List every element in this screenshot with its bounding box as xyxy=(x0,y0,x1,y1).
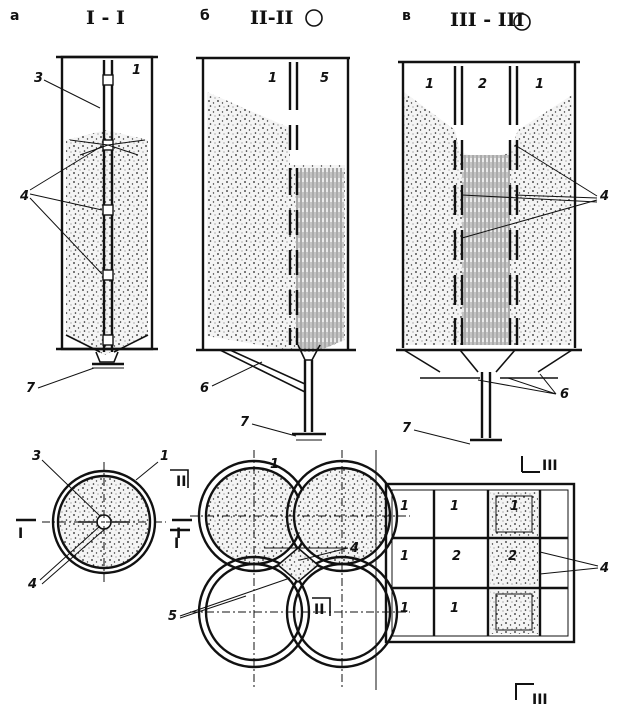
svg-text:5: 5 xyxy=(168,609,177,624)
svg-text:I: I xyxy=(18,526,23,542)
svg-text:II: II xyxy=(314,602,324,618)
silo-a-hopper xyxy=(65,334,149,353)
panel-a-section-title: I - I xyxy=(86,7,125,29)
svg-text:4: 4 xyxy=(27,577,37,592)
svg-text:1: 1 xyxy=(450,499,459,514)
svg-text:1: 1 xyxy=(400,601,409,616)
svg-text:1: 1 xyxy=(132,63,141,78)
svg-text:4: 4 xyxy=(349,541,359,556)
svg-text:I: I xyxy=(176,526,181,542)
svg-text:1: 1 xyxy=(450,601,459,616)
svg-text:5: 5 xyxy=(320,71,329,86)
svg-text:3: 3 xyxy=(32,449,41,464)
svg-text:2: 2 xyxy=(478,77,487,92)
svg-text:2: 2 xyxy=(452,549,461,564)
panel-b-elevation: б II-II 1 5 6 7 xyxy=(196,7,356,441)
svg-text:6: 6 xyxy=(560,387,569,402)
svg-text:1: 1 xyxy=(400,549,409,564)
panel-a-plan: 3 1 4 I I xyxy=(16,449,192,592)
panel-a-elevation: а I - I 3 1 4 7 xyxy=(10,7,158,396)
svg-text:4: 4 xyxy=(599,189,609,204)
svg-text:4: 4 xyxy=(599,561,609,576)
silo-a-grain-fill xyxy=(66,130,148,355)
panel-v-section-title: III - III xyxy=(450,9,525,31)
svg-text:1: 1 xyxy=(425,77,434,92)
panel-v-plan: 1 1 1 1 2 2 1 1 4 III xyxy=(384,482,609,708)
panel-v-elevation: в III - III 1 2 1 4 6 7 III xyxy=(396,8,609,474)
svg-text:III: III xyxy=(532,692,548,708)
svg-text:1: 1 xyxy=(160,449,169,464)
svg-text:II: II xyxy=(176,474,186,490)
svg-text:3: 3 xyxy=(34,71,43,86)
svg-text:6: 6 xyxy=(200,381,209,396)
svg-text:1: 1 xyxy=(270,457,279,472)
svg-text:1: 1 xyxy=(400,499,409,514)
svg-text:7: 7 xyxy=(240,415,250,430)
svg-text:1: 1 xyxy=(510,499,519,514)
svg-text:2: 2 xyxy=(508,549,517,564)
svg-text:III: III xyxy=(542,458,558,474)
svg-text:4: 4 xyxy=(19,189,29,204)
svg-text:1: 1 xyxy=(268,71,277,86)
svg-text:7: 7 xyxy=(26,381,36,396)
panel-b-letter: б xyxy=(200,8,210,24)
panel-b-plan: 1 4 5 II I II xyxy=(168,450,410,690)
panel-v-letter: в xyxy=(402,8,411,24)
panel-a-letter: а xyxy=(10,8,19,24)
svg-text:I: I xyxy=(174,536,179,552)
svg-text:1: 1 xyxy=(535,77,544,92)
panel-b-section-title: II-II xyxy=(250,7,294,29)
svg-text:7: 7 xyxy=(402,421,412,436)
